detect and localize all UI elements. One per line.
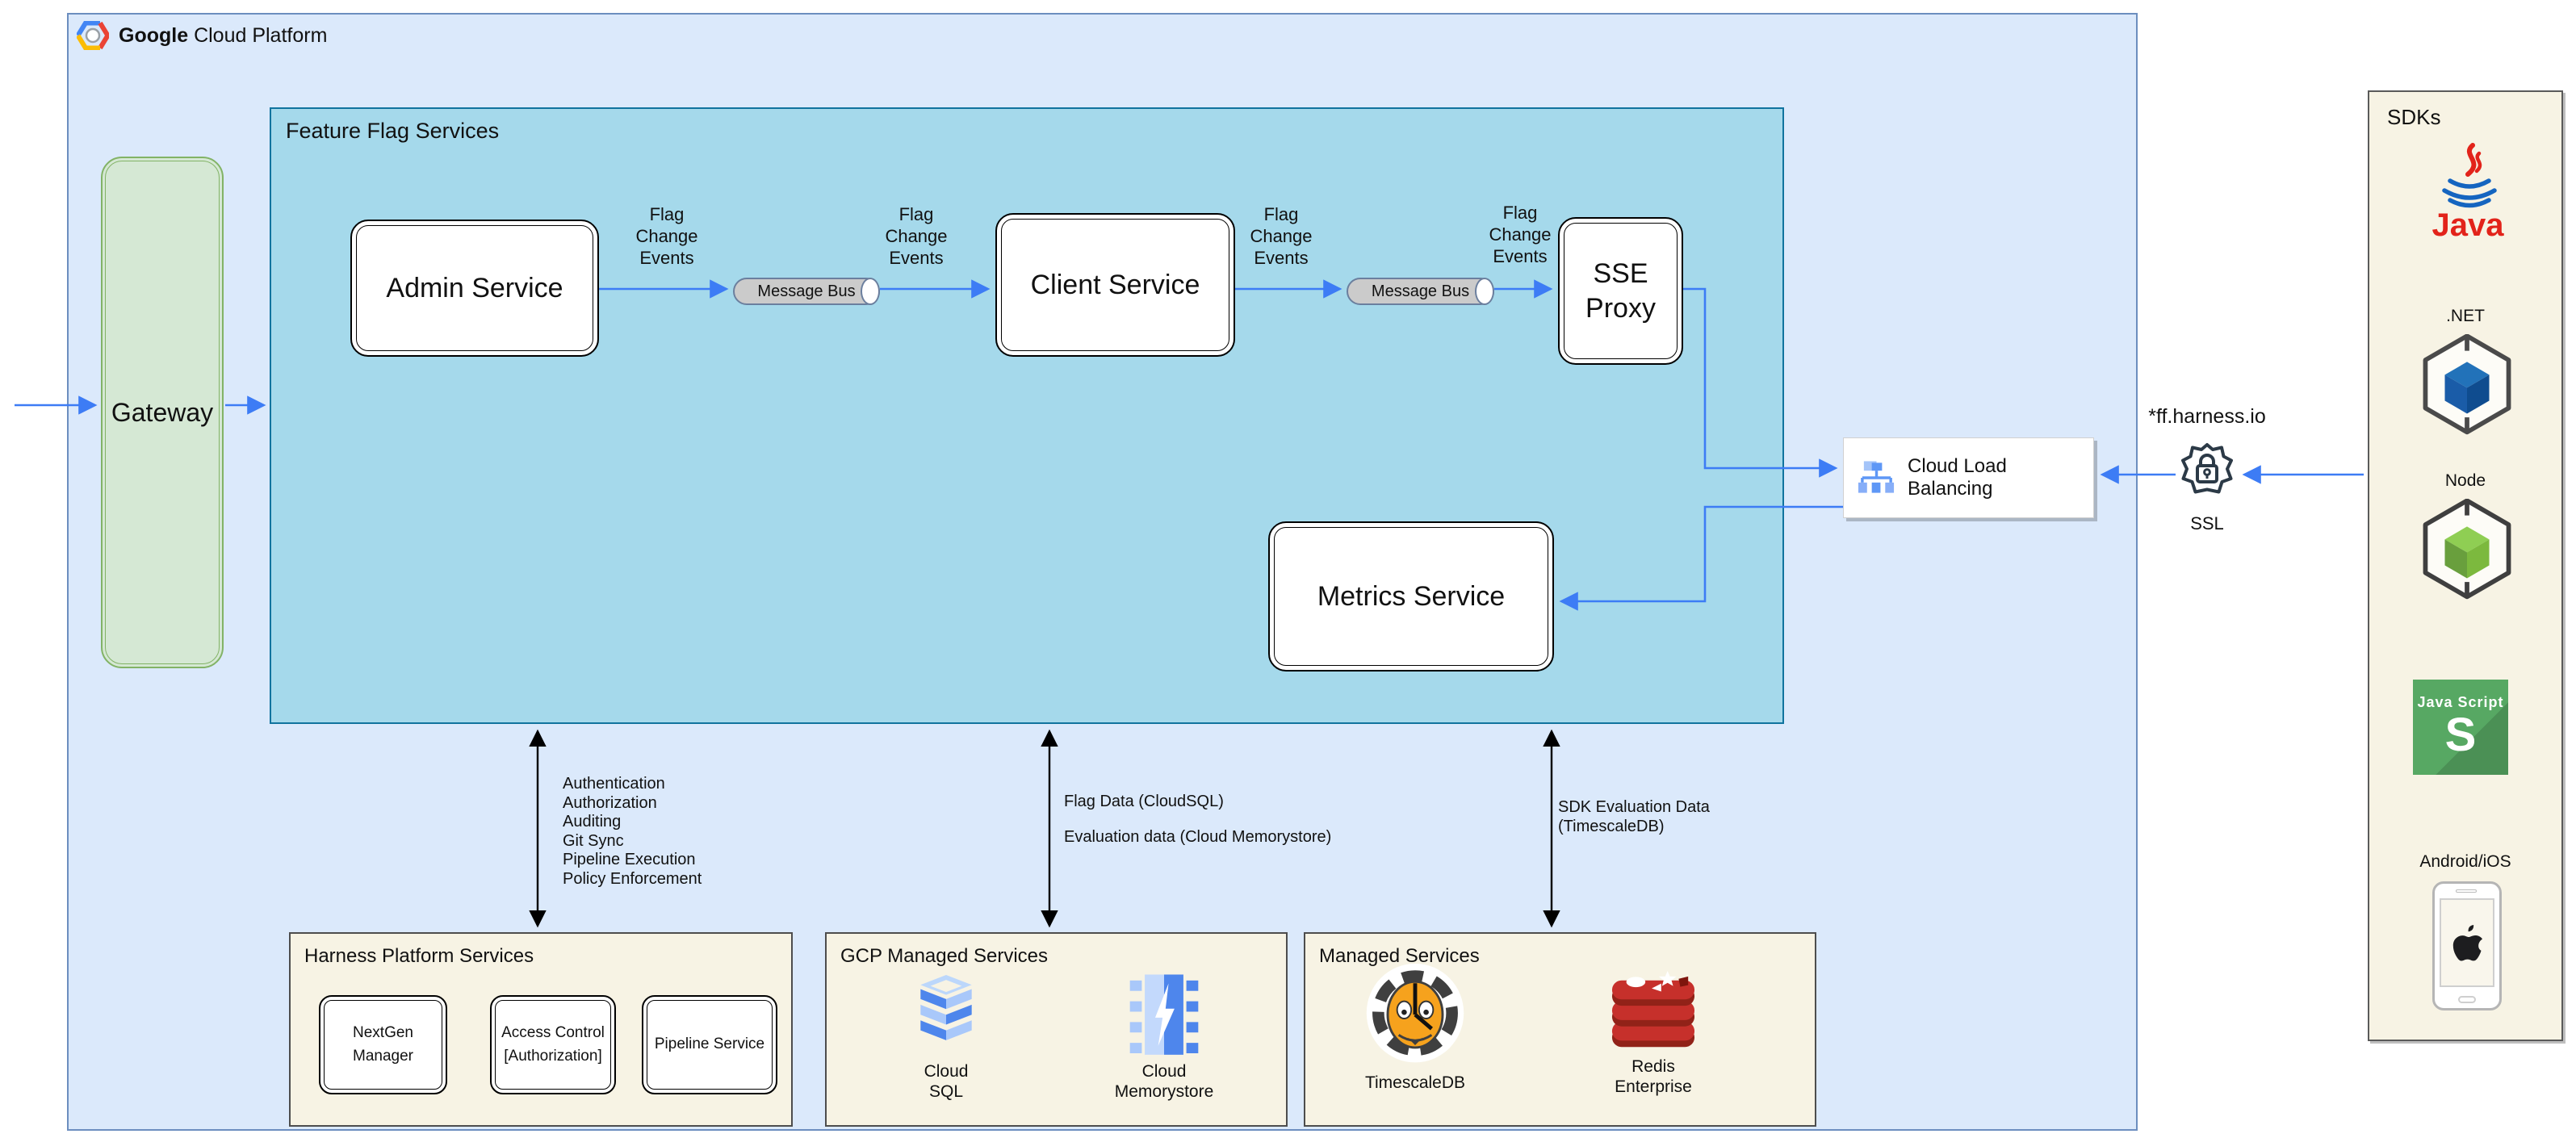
note-line: Authorization — [563, 793, 657, 812]
cloud-sql-icon — [920, 974, 972, 1040]
flag-line: Change — [885, 226, 948, 246]
sdk-evaluation-data-note: SDK Evaluation Data (TimescaleDB) — [1558, 797, 1710, 836]
node-cube-icon — [2423, 499, 2511, 600]
managed-services-panel: Managed Services TimescaleDB — [1304, 932, 1816, 1127]
timescaledb-tiger-icon — [1366, 963, 1464, 1063]
javascript-tile-icon: Java Script S — [2413, 680, 2508, 775]
gateway-label: Gateway — [111, 397, 214, 427]
metrics-service-node: Metrics Service — [1268, 521, 1554, 672]
feature-flag-services-container: Feature Flag Services — [270, 107, 1784, 724]
harness-panel-title: Harness Platform Services — [304, 945, 534, 967]
cylinder-cap-icon — [861, 278, 880, 305]
client-service-node: Client Service — [995, 213, 1235, 357]
flag-data-note: Flag Data (CloudSQL) — [1064, 793, 1224, 810]
cloud-memorystore-label: Cloud Memorystore — [1114, 1062, 1214, 1101]
cloud-load-balancing-node: Cloud Load Balancing — [1843, 437, 2094, 518]
flag-change-events-label-4: Flag Change Events — [1456, 202, 1585, 267]
phone-screen — [2440, 898, 2494, 987]
redis-enterprise-icon — [1611, 970, 1695, 1048]
pipeline-service-label: Pipeline Service — [654, 1035, 765, 1053]
dotnet-label: .NET — [2446, 307, 2485, 325]
sdks-title: SDKs — [2387, 105, 2441, 129]
flag-line: Change — [1489, 224, 1552, 245]
admin-service-node: Admin Service — [350, 220, 599, 357]
gateway-node: Gateway — [101, 157, 224, 668]
dotnet-cube-icon — [2423, 334, 2511, 435]
node-label: Node — [2444, 471, 2486, 490]
harness-platform-services-panel: Harness Platform Services NextGen Manage… — [289, 932, 793, 1127]
gcp-managed-title: GCP Managed Services — [840, 945, 1049, 967]
admin-service-label: Admin Service — [386, 272, 563, 303]
cloud-memorystore-item: Cloud Memorystore — [1115, 971, 1213, 1102]
domain-label: *ff.harness.io — [2148, 405, 2266, 428]
sdks-panel: SDKs Java .NET Node Ja — [2368, 90, 2563, 1041]
svg-text:Java: Java — [2432, 207, 2505, 243]
javascript-tile-letter: S — [2444, 709, 2477, 762]
metrics-service-label: Metrics Service — [1317, 580, 1506, 612]
java-logo-icon: Java — [2432, 143, 2505, 243]
sse-proxy-label-line1: SSE — [1593, 258, 1648, 289]
note-line: Authentication — [563, 775, 665, 793]
flag-change-events-label-2: Flag Change Events — [852, 203, 981, 269]
message-bus-1-label: Message Bus — [757, 282, 856, 300]
timescaledb-label: TimescaleDB — [1364, 1073, 1466, 1092]
flag-line: Events — [639, 248, 694, 268]
brand-text: Google Cloud Platform — [119, 23, 328, 47]
flag-line: Flag — [649, 204, 685, 224]
gcp-managed-services-panel: GCP Managed Services Cloud SQL — [825, 932, 1288, 1127]
client-service-label: Client Service — [1030, 269, 1200, 300]
phone-home-button — [2458, 996, 2476, 1003]
note-line: Pipeline Execution — [563, 851, 696, 868]
ssl-label: SSL — [2190, 513, 2224, 533]
nextgen-manager-node: NextGen Manager — [319, 995, 447, 1094]
flag-line: Events — [889, 248, 944, 268]
cloud-sql-label: Cloud SQL — [924, 1062, 969, 1101]
access-control-label-line1: Access Control — [501, 1024, 605, 1041]
access-control-label-line2: [Authorization] — [504, 1047, 602, 1065]
note-line: (TimescaleDB) — [1558, 818, 1665, 835]
phone-speaker — [2456, 889, 2477, 893]
smartphone-icon — [2432, 881, 2502, 1010]
note-line: Git Sync — [563, 831, 624, 850]
ssl-shield-lock-icon — [2181, 442, 2233, 508]
apple-logo-icon — [2452, 925, 2483, 961]
note-line: Auditing — [563, 813, 622, 830]
gcp-brand: Google Cloud Platform — [77, 21, 327, 50]
cloud-sql-item: Cloud SQL — [907, 971, 985, 1102]
message-bus-2: Message Bus — [1347, 278, 1494, 305]
flag-line: Change — [1250, 226, 1313, 246]
flag-line: Change — [635, 226, 698, 246]
android-ios-label: Android/iOS — [2419, 852, 2511, 871]
note-line: Policy Enforcement — [563, 869, 702, 888]
flag-change-events-label-3: Flag Change Events — [1217, 203, 1346, 269]
cylinder-cap-icon — [1475, 278, 1494, 305]
flag-change-events-label-1: Flag Change Events — [602, 203, 731, 269]
redis-enterprise-label: Redis Enterprise — [1615, 1057, 1692, 1096]
note-line: SDK Evaluation Data — [1558, 798, 1710, 816]
google-cloud-logo-icon — [77, 21, 109, 50]
flag-line: Flag — [898, 204, 934, 224]
managed-services-title: Managed Services — [1319, 945, 1480, 967]
redis-item: Redis Enterprise — [1603, 969, 1703, 1097]
pipeline-service-node: Pipeline Service — [642, 995, 777, 1094]
flag-line: Events — [1493, 246, 1548, 266]
timescaledb-item: TimescaleDB — [1362, 963, 1468, 1093]
sse-proxy-label-line2: Proxy — [1585, 292, 1656, 324]
cloud-load-balancing-label: Cloud Load Balancing — [1908, 455, 2007, 500]
flag-line: Events — [1254, 248, 1309, 268]
access-control-node: Access Control [Authorization] — [490, 995, 616, 1094]
sse-proxy-node: SSE Proxy — [1558, 217, 1683, 365]
feature-flag-services-title: Feature Flag Services — [286, 119, 500, 143]
flag-line: Flag — [1263, 204, 1299, 224]
javascript-tile-title: Java Script — [2417, 694, 2504, 711]
load-balancer-icon — [1858, 461, 1895, 493]
harness-flows-note: Authentication Authorization Auditing Gi… — [563, 775, 702, 889]
message-bus-2-label: Message Bus — [1371, 282, 1470, 300]
message-bus-1: Message Bus — [733, 278, 880, 305]
nextgen-manager-label: NextGen Manager — [353, 1024, 413, 1065]
evaluation-data-note: Evaluation data (Cloud Memorystore) — [1064, 828, 1332, 846]
flag-line: Flag — [1502, 203, 1538, 223]
cloud-memorystore-icon — [1129, 974, 1199, 1055]
